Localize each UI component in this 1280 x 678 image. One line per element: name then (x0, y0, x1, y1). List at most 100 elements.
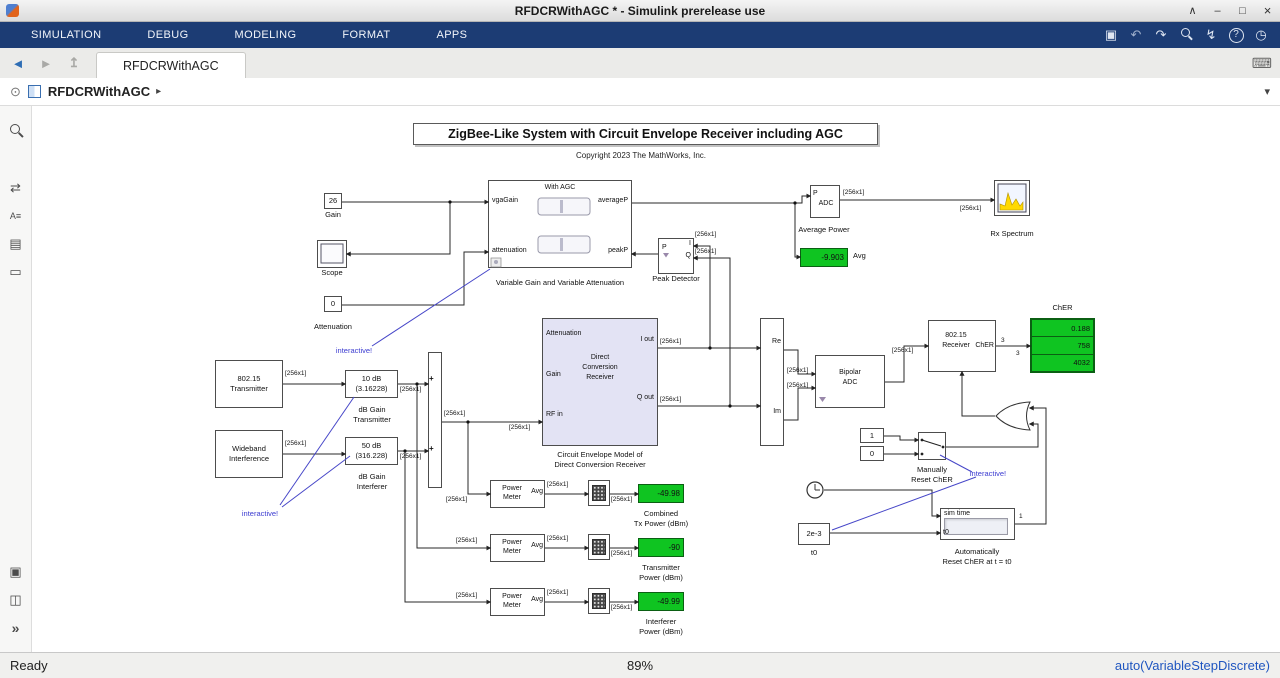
diagram-label: [256x1] (446, 496, 468, 503)
diagram-label: [256x1] (611, 604, 633, 611)
solver-info[interactable]: auto(VariableStepDiscrete) (1114, 658, 1270, 673)
minimize-button[interactable] (1205, 1, 1230, 21)
collapse-button[interactable] (1180, 1, 1205, 21)
rect-icon[interactable] (4, 260, 28, 284)
diagram-label: [256x1] (509, 424, 531, 431)
diagram-label: [256x1] (400, 386, 422, 393)
block-gain[interactable]: 26 (324, 193, 342, 209)
search-icon[interactable] (1175, 24, 1197, 46)
diagram-label: Avg (531, 488, 543, 495)
diagram-label: 1 (1019, 513, 1023, 520)
document-tab[interactable]: RFDCRWithAGC (96, 52, 246, 78)
block-const-one[interactable]: 1 (860, 428, 884, 443)
diagram-title[interactable]: ZigBee-Like System with Circuit Envelope… (413, 123, 878, 145)
breadcrumb-bar: RFDCRWithAGC ▸ ▾ (0, 78, 1280, 106)
block-bipolar-adc[interactable] (815, 355, 885, 408)
model-icon (27, 85, 41, 98)
diagram-label: Interferer (645, 617, 677, 626)
close-button[interactable] (1255, 1, 1280, 21)
diagram-label: Im (773, 408, 781, 415)
block-buffer-3[interactable] (588, 588, 610, 614)
copyright-note: Copyright 2023 The MathWorks, Inc. (576, 151, 706, 160)
diagram-label: Power (dBm) (639, 573, 683, 582)
back-button[interactable] (6, 52, 30, 74)
block-complex-to-real-imag[interactable] (760, 318, 784, 446)
block-receiver-802-15[interactable] (928, 320, 996, 372)
block-combined-tx-power-display[interactable]: -49.98 (638, 484, 684, 503)
diagram-label: Gain (546, 371, 561, 378)
dropdown-icon[interactable]: ▾ (1264, 86, 1270, 98)
diagram-label: [256x1] (660, 338, 682, 345)
interactive-annotation[interactable]: interactive! (335, 346, 373, 355)
diagram-label: Attenuation (546, 330, 582, 337)
diagram-label: 3 (1016, 350, 1020, 357)
diagram-label: [256x1] (547, 535, 569, 542)
diagram-label: [256x1] (611, 496, 633, 503)
up-button[interactable] (62, 52, 86, 74)
model-canvas[interactable]: ZigBee-Like System with Circuit Envelope… (32, 106, 1280, 652)
interactive-annotation[interactable]: interactive! (241, 509, 279, 518)
nav-buttons (0, 48, 86, 78)
diagram-label: I (689, 240, 691, 247)
target-icon[interactable] (10, 84, 21, 100)
diagram-label: peakP (608, 247, 628, 254)
block-power-meter-2[interactable] (490, 534, 545, 562)
window-controls (1180, 1, 1280, 21)
image-icon[interactable] (4, 232, 28, 256)
block-power-meter-3[interactable] (490, 588, 545, 616)
diagram-label: t0 (943, 529, 949, 536)
toolstrip-menu: SIMULATION DEBUG MODELING FORMAT APPS (0, 22, 1280, 48)
diagram-label: + (429, 374, 434, 383)
fit-view-icon[interactable] (4, 148, 28, 172)
diagram-label: Combined (643, 509, 679, 518)
block-dcr[interactable] (542, 318, 658, 446)
block-attenuation[interactable]: 0 (324, 296, 342, 312)
maximize-button[interactable] (1230, 1, 1255, 21)
interactive-annotation[interactable]: interactive! (969, 469, 1007, 478)
menu-tab-format[interactable]: FORMAT (342, 29, 391, 41)
menu-tab-apps[interactable]: APPS (436, 29, 468, 41)
snapshot-icon[interactable] (4, 560, 28, 584)
action-icon[interactable] (1200, 24, 1222, 46)
diagram-label: [256x1] (695, 231, 717, 238)
document-tab-label: RFDCRWithAGC (123, 58, 219, 73)
help-icon[interactable] (1225, 24, 1247, 46)
block-buffer-1[interactable] (588, 480, 610, 506)
forward-button[interactable] (34, 52, 58, 74)
redo-icon[interactable] (1150, 24, 1172, 46)
block-t0-constant[interactable]: 2e-3 (798, 523, 830, 545)
diagram-label: Avg (531, 542, 543, 549)
zoom-icon[interactable] (4, 120, 28, 144)
split-icon[interactable] (4, 588, 28, 612)
diagram-label: attenuation (492, 247, 527, 254)
block-const-zero[interactable]: 0 (860, 446, 884, 461)
record-icon[interactable] (1250, 24, 1272, 46)
zoom-level: 89% (626, 658, 654, 673)
menu-tab-simulation[interactable]: SIMULATION (31, 29, 102, 41)
more-icon[interactable] (4, 616, 28, 640)
diagram-label: [256x1] (892, 347, 914, 354)
diagram-label: Reset ChER at t = t0 (942, 557, 1012, 566)
compare-icon[interactable] (4, 176, 28, 200)
diagram-label: [256x1] (695, 248, 717, 255)
breadcrumb[interactable]: RFDCRWithAGC ▸ (48, 84, 161, 99)
menu-tab-modeling[interactable]: MODELING (234, 29, 297, 41)
keyboard-icon[interactable] (1252, 55, 1272, 72)
block-adc-average-power[interactable] (810, 185, 840, 218)
matrix-icon (592, 539, 606, 555)
menu-tab-debug[interactable]: DEBUG (147, 29, 189, 41)
menu-tabs: SIMULATION DEBUG MODELING FORMAT APPS (8, 29, 490, 41)
diagram-label: Interferer (356, 482, 388, 491)
block-buffer-2[interactable] (588, 534, 610, 560)
block-db-gain-transmitter[interactable]: 10 dB(3.16228) (345, 370, 398, 398)
save-icon[interactable] (1100, 24, 1122, 46)
annotation-icon[interactable] (4, 204, 28, 228)
diagram-label: [256x1] (787, 367, 809, 374)
diagram-label: [256x1] (547, 589, 569, 596)
undo-icon[interactable] (1125, 24, 1147, 46)
diagram-label: [256x1] (843, 189, 865, 196)
diagram-label: Circuit Envelope Model of (557, 450, 643, 459)
